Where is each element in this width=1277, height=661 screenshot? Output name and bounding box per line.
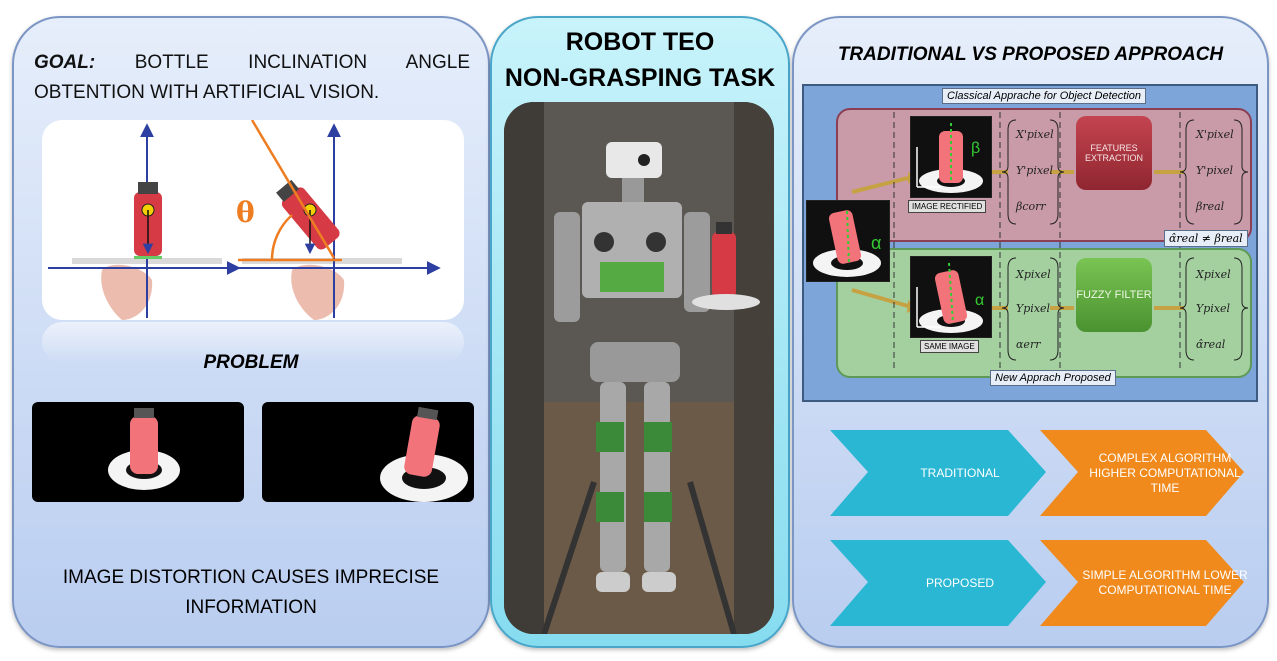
approach-title: TRADITIONAL VS PROPOSED APPROACH [837,44,1224,65]
classical-approach-label: Classical Apprache for Object Detection [942,88,1147,104]
top-in-x: X'pixel [1016,128,1054,141]
comparison-chevrons [830,430,1244,626]
problem-heading: PROBLEM [203,352,299,373]
top-out-beta: βreal [1196,200,1225,213]
scene-reflection [42,322,464,362]
traditional-description: COMPLEX ALGORITHM HIGHER COMPUTATIONAL T… [1089,450,1241,495]
same-image-caption: SAME IMAGE [920,340,979,353]
goal-statement: GOAL: BOTTLE INCLINATION ANGLE OBTENTION… [34,48,470,108]
stage-separators [893,112,1249,372]
approach-panel: TRADITIONAL VS PROPOSED APPROACH Classic… [792,16,1269,648]
inequality-label: α̂real ≠ βreal [1164,230,1248,247]
bot-out-y: Ypixel [1196,302,1231,315]
inclination-diagram: θ [48,119,441,320]
bot-out-x: Xpixel [1196,268,1231,281]
inclination-scene: θ [42,119,464,320]
distortion-line-2: INFORMATION [185,597,317,618]
traditional-chevron: TRADITIONAL [920,465,1000,480]
same-image: α [910,256,992,338]
robot-title: ROBOT TEO [565,28,715,56]
robot-panel: ROBOT TEO NON-GRASPING TASK [490,16,790,648]
bot-in-y: Ypixel [1016,302,1051,315]
task-title: NON-GRASPING TASK [504,64,776,92]
bot-out-alpha: α̂real [1196,338,1226,351]
alpha-symbol-same: α [975,292,984,309]
distorted-photo-left [32,402,244,502]
goal-label: GOAL: [34,52,96,73]
distortion-statement: IMAGE DISTORTION CAUSES IMPRECISE INFORM… [14,563,488,623]
classical-approach-box [836,108,1252,242]
goal-text: BOTTLE INCLINATION ANGLE OBTENTION WITH … [34,52,471,103]
input-image: α [806,200,890,282]
new-approach-label: New Apprach Proposed [990,370,1116,386]
robot-illustration [504,102,774,634]
robot-photo [504,102,774,634]
bot-in-alpha: αerr [1016,338,1041,351]
distorted-photo-right [262,402,474,502]
fuzzy-filter-block: FUZZY FILTER [1076,258,1152,332]
top-out-y: Y'pixel [1196,164,1234,177]
proposed-chevron: PROPOSED [925,575,994,590]
theta-symbol: θ [236,196,255,229]
approach-diagram: Classical Apprache for Object Detection … [802,84,1258,402]
alpha-symbol-input: α [871,233,881,253]
top-out-x: X'pixel [1196,128,1234,141]
features-extraction-block: FEATURES EXTRACTION [1076,116,1152,190]
goal-panel: GOAL: BOTTLE INCLINATION ANGLE OBTENTION… [12,16,490,648]
top-in-beta: βcorr [1016,200,1046,213]
distortion-line-1: IMAGE DISTORTION CAUSES IMPRECISE [62,567,440,588]
rectified-image: β [910,116,992,198]
top-in-y: Y'pixel [1016,164,1054,177]
proposed-description: SIMPLE ALGORITHM LOWER COMPUTATIONAL TIM… [1082,568,1248,597]
beta-symbol: β [971,140,980,157]
image-rectified-caption: IMAGE RECTIFIED [908,200,987,213]
bot-in-x: Xpixel [1016,268,1051,281]
